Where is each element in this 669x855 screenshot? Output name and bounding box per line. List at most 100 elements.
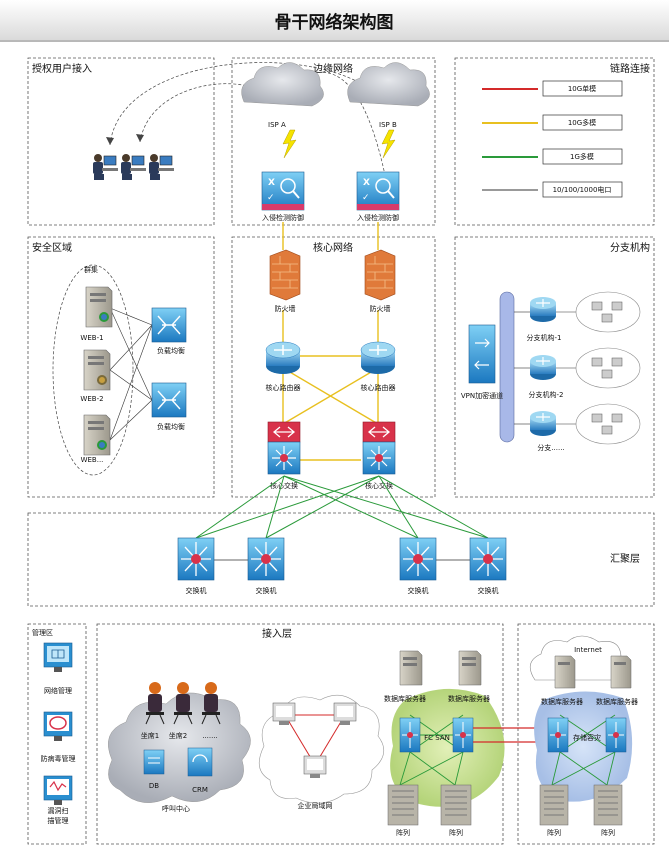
workstation-icon xyxy=(272,702,296,725)
svg-text:X: X xyxy=(363,178,370,188)
section-box-authorized xyxy=(27,57,215,226)
section-label-aggregation: 汇聚层 xyxy=(610,552,640,565)
switch-icon xyxy=(399,537,437,581)
cluster-boundary xyxy=(52,264,134,476)
db-label: DB xyxy=(149,782,159,790)
dr-db-server-1-label: 数据库服务器 xyxy=(541,697,583,706)
branch-3-label: 分支...... xyxy=(537,443,564,452)
web3-label: WEB... xyxy=(81,456,104,464)
lb2-label: 负载均衡 xyxy=(157,422,185,431)
core-switch-icon xyxy=(362,421,396,475)
server-icon xyxy=(399,650,423,686)
ids-device-icon: X ✓ xyxy=(261,171,305,211)
storage-array-icon xyxy=(387,784,419,826)
section-box-security xyxy=(27,236,215,498)
db-server-2-label: 数据库服务器 xyxy=(448,694,490,703)
enterprise-lan-cloud xyxy=(258,694,385,804)
vpn-device-icon xyxy=(468,324,496,384)
vuln-scan-label-line2: 描管理 xyxy=(48,816,69,825)
seat2-label: 坐席2 xyxy=(169,731,187,740)
legend-label-1g-multi: 1G多模 xyxy=(570,152,594,161)
router-icon xyxy=(530,355,556,380)
more-seats-label: ....... xyxy=(202,732,218,740)
isp-b-label: ISP B xyxy=(379,121,397,129)
firewall-a-label: 防火墙 xyxy=(275,304,296,313)
section-box-aggregation xyxy=(27,512,655,607)
legend: 10G单模 10G多模 1G多模 10/100/1000电口 xyxy=(482,80,623,198)
router-icon xyxy=(360,341,396,374)
fc-switch-icon xyxy=(547,717,569,753)
lightning-icon xyxy=(282,129,297,159)
load-balancer-icon xyxy=(151,382,187,418)
seat1-label: 坐席1 xyxy=(141,731,159,740)
aggregation-switch-label: 交换机 xyxy=(408,586,429,595)
enterprise-lan-label: 企业局域网 xyxy=(298,801,333,810)
section-label-link: 链路连接 xyxy=(610,62,650,75)
fc-switch-icon xyxy=(605,717,627,753)
switch-icon xyxy=(177,537,215,581)
legend-label-copper: 10/100/1000电口 xyxy=(553,185,612,194)
branch-1-label: 分支机构-1 xyxy=(527,333,562,342)
lightning-icon xyxy=(381,129,396,159)
isp-a-label: ISP A xyxy=(268,121,286,129)
fc-san-label: FC SAN xyxy=(424,734,450,742)
svg-text:X: X xyxy=(268,178,275,188)
router-icon xyxy=(530,297,556,322)
section-label-core: 核心网络 xyxy=(313,241,353,254)
array-1-label: 阵列 xyxy=(396,828,410,837)
web1-label: WEB-1 xyxy=(80,334,103,342)
section-label-edge: 边缘网络 xyxy=(313,62,353,75)
server-icon xyxy=(458,650,482,686)
core-switch-a-label: 核心交换 xyxy=(270,481,298,490)
server-icon xyxy=(85,286,113,328)
workstation-icon xyxy=(303,755,327,778)
svg-text:✓: ✓ xyxy=(267,193,275,203)
authorized-users-group xyxy=(93,154,174,180)
switch-icon xyxy=(247,537,285,581)
branch-lan-cloud-icon xyxy=(575,291,641,333)
db-server-1-label: 数据库服务器 xyxy=(384,694,426,703)
storage-array-icon xyxy=(440,784,472,826)
agent-workstation-icon xyxy=(173,682,193,725)
load-balancer-icon xyxy=(151,307,187,343)
ids-a-label: 入侵检测防御 xyxy=(262,213,304,222)
router-a-label: 核心路由器 xyxy=(266,383,301,392)
section-box-core xyxy=(231,236,436,498)
dr-array-2-label: 阵列 xyxy=(601,828,615,837)
core-switch-icon xyxy=(267,421,301,475)
web2-label: WEB-2 xyxy=(80,395,103,403)
router-icon xyxy=(530,411,556,436)
page-title: 骨干网络架构图 xyxy=(275,12,394,33)
monitor-icon xyxy=(43,642,73,672)
section-box-management xyxy=(27,623,87,845)
dr-array-1-label: 阵列 xyxy=(547,828,561,837)
vpn-tunnel xyxy=(499,291,515,443)
section-label-branch: 分支机构 xyxy=(610,241,650,254)
ids-b-label: 入侵检测防御 xyxy=(357,213,399,222)
title-bar xyxy=(0,0,669,42)
cloud-icon xyxy=(241,62,324,107)
server-icon xyxy=(83,414,111,456)
server-icon xyxy=(554,655,576,689)
legend-label-10g-single: 10G单模 xyxy=(568,84,596,93)
workstation-icon xyxy=(333,702,357,725)
storage-array-icon xyxy=(593,784,623,826)
section-box-edge xyxy=(231,57,436,226)
section-box-branch xyxy=(454,236,655,498)
lb1-label: 负载均衡 xyxy=(157,346,185,355)
dr-db-server-2-label: 数据库服务器 xyxy=(596,697,638,706)
vpn-label: VPN加密通道 xyxy=(461,391,503,400)
server-icon xyxy=(83,349,111,391)
agent-workstation-icon xyxy=(201,682,221,725)
user-workstation-icon xyxy=(93,154,118,180)
vuln-scan-label-line1: 漏洞扫 xyxy=(48,806,69,815)
branch-2-label: 分支机构-2 xyxy=(529,390,564,399)
router-b-label: 核心路由器 xyxy=(361,383,396,392)
cluster-label: 群集 xyxy=(84,265,98,274)
crm-label: CRM xyxy=(192,786,208,794)
section-label-authorized: 授权用户接入 xyxy=(32,62,92,75)
array-2-label: 阵列 xyxy=(449,828,463,837)
branch-lan-cloud-icon xyxy=(575,347,641,389)
ids-device-icon: X ✓ xyxy=(356,171,400,211)
section-label-security: 安全区域 xyxy=(32,241,72,254)
